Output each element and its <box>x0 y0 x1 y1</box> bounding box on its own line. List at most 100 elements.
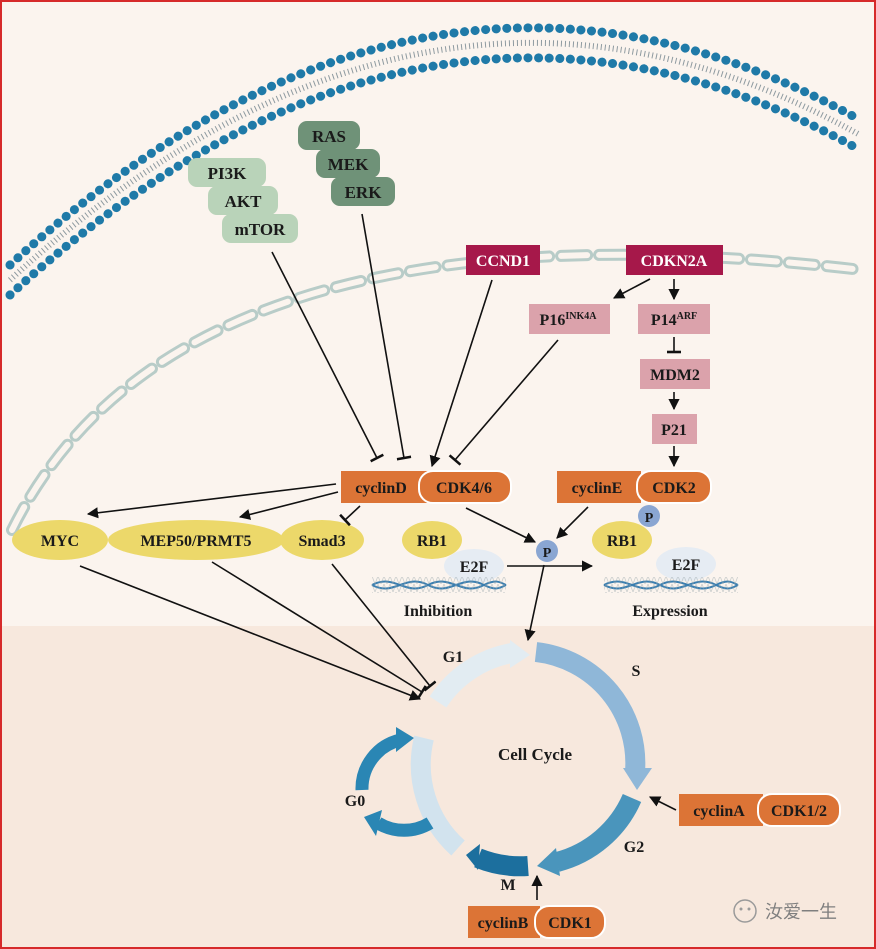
edge-myc-g1 <box>79 565 422 701</box>
cyclinA-label: cyclinA <box>693 803 745 820</box>
ras-label: RAS <box>312 127 346 146</box>
p16-name: P16 <box>540 312 566 329</box>
cyclinB-cdk1-complex: cyclinB CDK1 <box>468 905 606 939</box>
cdk12-label: CDK1/2 <box>771 803 827 820</box>
cell-cycle-title: Cell Cycle <box>498 745 573 764</box>
ccnd1-label: CCND1 <box>476 253 530 270</box>
g0-loop-upper <box>355 733 402 791</box>
cyclinE-label: cyclinE <box>572 480 623 497</box>
cell-membrane <box>5 23 865 300</box>
phase-g1-head <box>510 640 530 668</box>
mdm2-label: MDM2 <box>650 367 700 384</box>
phase-m-arc <box>474 848 529 877</box>
edge-p16-cdk46 <box>448 339 559 466</box>
ras-pathway: RAS MEK ERK <box>298 121 395 206</box>
cdk1-label: CDK1 <box>548 915 592 932</box>
e2f-left-label: E2F <box>460 559 489 576</box>
phospho-right <box>638 505 660 527</box>
p14-name: P14 <box>651 312 677 329</box>
cdkn2a-box <box>626 245 723 275</box>
pi3k-pathway: PI3K AKT mTOR <box>188 158 298 243</box>
dna-right <box>603 577 739 593</box>
cyclinE-cdk2-complex: cyclinE CDK2 <box>557 470 712 504</box>
edge-cdkn2a-p16 <box>613 278 651 299</box>
edge-cyclinD-smad3 <box>339 505 361 527</box>
phospho-center <box>536 540 558 562</box>
edge-cyclinD-myc <box>86 483 337 519</box>
g0-loop-upper-head <box>396 727 414 752</box>
rb1-right-ellipse <box>592 521 652 559</box>
smad3-label: Smad3 <box>298 533 345 550</box>
mdm2-box <box>640 359 710 389</box>
pi3k-label: PI3K <box>208 164 248 183</box>
wechat-icon <box>733 899 757 923</box>
wechat-watermark: 汝爱一生 <box>733 899 837 923</box>
phase-g2-arc <box>554 793 642 872</box>
smad3-ellipse <box>280 520 364 560</box>
edge-cyclinE-phospho <box>556 506 589 539</box>
edge-ccnd1-cdk46 <box>429 279 493 468</box>
edge-smad3-g1 <box>331 563 437 692</box>
s-label: S <box>632 663 641 680</box>
ccnd1-box <box>466 245 540 275</box>
cyclinD-label: cyclinD <box>355 480 407 497</box>
phase-m-to-g1-arc <box>410 735 465 856</box>
edge-cdk46-phospho <box>465 507 537 543</box>
edge-mep50-g1 <box>211 561 427 699</box>
mtor-label: mTOR <box>235 220 286 239</box>
g1-label: G1 <box>443 649 463 666</box>
akt-label: AKT <box>225 192 263 211</box>
edge-cyclinD-mep50 <box>238 491 339 520</box>
rb1-right-label: RB1 <box>607 533 637 550</box>
phospho-right-label: P <box>645 511 654 526</box>
p21-box <box>652 414 697 444</box>
edge-erk-cyclinD <box>361 213 412 461</box>
cyclinB-label: cyclinB <box>478 915 529 932</box>
phase-s-head <box>623 768 652 790</box>
g0-label: G0 <box>345 793 365 810</box>
nucleus-lower-background <box>2 626 874 947</box>
cyclinA-cdk12-complex: cyclinA CDK1/2 <box>679 793 841 827</box>
cdkn2a-label: CDKN2A <box>641 253 708 270</box>
p16-label: P16INK4A <box>540 311 598 329</box>
phase-m-head <box>466 844 480 870</box>
p16-superscript: INK4A <box>565 311 597 322</box>
dna-left <box>371 577 507 593</box>
g0-loop-lower <box>374 817 434 837</box>
p14-box <box>638 304 710 334</box>
inhibition-label: Inhibition <box>404 603 473 620</box>
edge-mtor-cyclinD <box>271 251 385 463</box>
myc-label: MYC <box>41 533 79 550</box>
mep50-ellipse <box>108 520 284 560</box>
p16-box <box>529 304 610 334</box>
p21-label: P21 <box>661 422 687 439</box>
e2f-right-ellipse <box>656 547 716 581</box>
mek-label: MEK <box>328 155 369 174</box>
regulatory-edges <box>79 213 682 900</box>
p14-superscript: ARF <box>677 311 698 322</box>
erk-label: ERK <box>345 183 383 202</box>
rb1-left-ellipse <box>402 521 462 559</box>
watermark-text: 汝爱一生 <box>765 902 837 923</box>
cell-cycle-ring <box>355 640 652 877</box>
rb1-left-label: RB1 <box>417 533 447 550</box>
mep50-label: MEP50/PRMT5 <box>140 533 251 550</box>
cdk2-label: CDK2 <box>652 480 696 497</box>
myc-ellipse <box>12 520 108 560</box>
e2f-left-ellipse <box>444 549 504 583</box>
g2-label: G2 <box>624 839 644 856</box>
phase-s-arc <box>534 642 646 773</box>
m-label: M <box>500 877 515 894</box>
phase-g1-arc <box>429 643 515 708</box>
p14-label: P14ARF <box>651 311 697 329</box>
phospho-center-label: P <box>543 546 552 561</box>
cyclinD-cdk46-complex: cyclinD CDK4/6 <box>341 470 512 504</box>
edge-cyclinA-g2 <box>648 796 677 811</box>
edge-phospho-g1 <box>524 564 545 642</box>
expression-label: Expression <box>632 603 707 620</box>
g0-loop-lower-head <box>364 810 382 836</box>
phase-g2-head <box>537 848 560 876</box>
